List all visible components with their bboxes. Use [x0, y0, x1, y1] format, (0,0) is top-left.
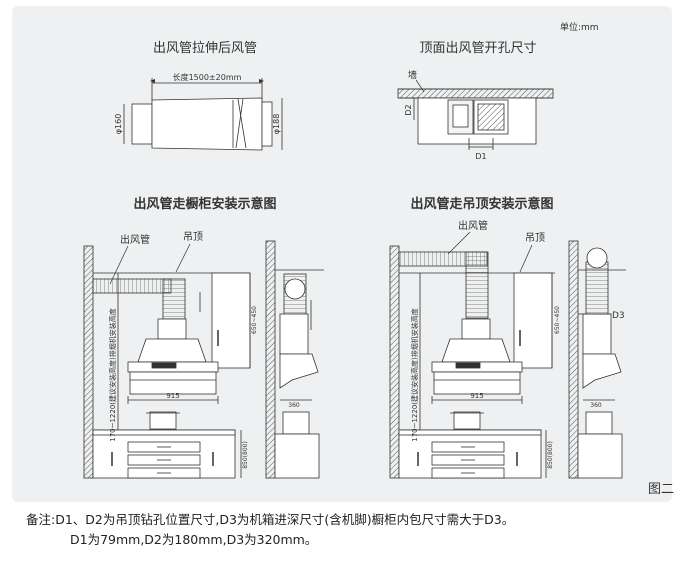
cabinet-dim-height: 850(800): [242, 441, 249, 469]
footnote: 备注:D1、D2为吊顶钻孔位置尺寸,D3为机箱进深尺寸(含机脚)橱柜内包尺寸需大…: [26, 510, 676, 550]
ceiling-dim-height: 850(800): [547, 441, 554, 469]
ceiling-scene: [389, 240, 626, 479]
footnote-line-1: 备注:D1、D2为吊顶钻孔位置尺寸,D3为机箱进深尺寸(含机脚)橱柜内包尺寸需大…: [26, 512, 515, 527]
opening-diagram: [397, 88, 554, 150]
ceiling-vertical-note: 170~1220(建议安装高度)排烟机安装高度: [410, 308, 419, 442]
cabinet-vertical-note: 170~1220(建议安装高度)排烟机安装高度: [108, 308, 117, 442]
ceiling-dim-915: 915: [470, 392, 483, 400]
cabinet-ceiling-label: 吊顶: [183, 231, 203, 243]
ceiling-title: 出风管走吊顶安装示意图: [410, 196, 553, 212]
ceiling-ceiling-leader: [519, 244, 533, 273]
length-label: 长度1500±20mm: [173, 72, 242, 82]
cabinet-dim-360: 360: [288, 402, 300, 409]
opening-title: 顶面出风管开孔尺寸: [419, 41, 536, 56]
duct-title: 出风管拉伸后风管: [153, 41, 257, 56]
ceiling-dim-360: 360: [590, 402, 602, 409]
stretched-duct: [123, 78, 283, 151]
dia-right-label: φ188: [272, 114, 281, 135]
wall-leader: [415, 79, 425, 93]
cabinet-duct-leader: [109, 245, 129, 285]
ceiling-ceiling-label: 吊顶: [525, 232, 545, 244]
unit-label: 单位:mm: [560, 21, 599, 33]
cabinet-ceiling-leader: [175, 243, 191, 273]
d2-label: D2: [404, 104, 413, 115]
ceiling-dim-side: 650~450: [554, 306, 561, 334]
cabinet-title: 出风管走橱柜安装示意图: [133, 196, 276, 212]
d3-label: D3: [612, 311, 625, 321]
figure-panel: [12, 6, 672, 502]
cabinet-dim-915: 915: [166, 392, 179, 400]
wall-label: 墙: [408, 69, 417, 81]
cabinet-duct-label: 出风管: [120, 233, 150, 246]
d1-label: D1: [475, 152, 486, 161]
footnote-line-2: D1为79mm,D2为180mm,D3为320mm。: [70, 532, 318, 547]
dia-left-label: φ160: [114, 114, 123, 135]
cabinet-scene: [83, 240, 324, 479]
figure-label: 图二: [648, 482, 674, 497]
ceiling-duct-label: 出风管: [458, 219, 488, 232]
ceiling-duct-leader: [447, 231, 471, 255]
cabinet-dim-side: 650~450: [251, 306, 258, 334]
